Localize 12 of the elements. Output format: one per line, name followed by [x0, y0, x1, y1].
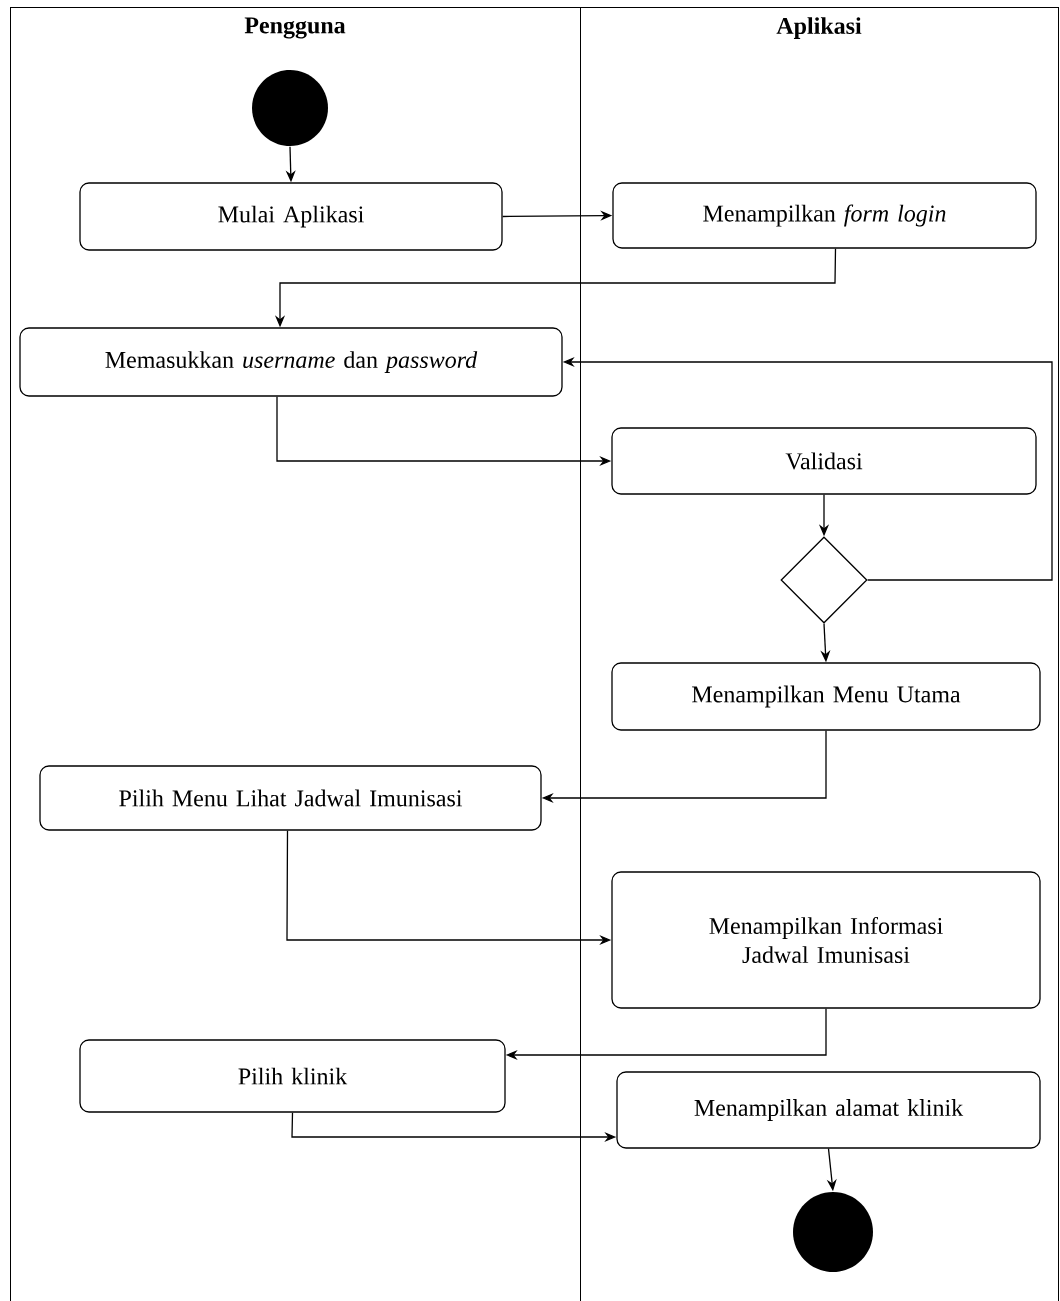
end-node	[793, 1192, 873, 1272]
action-box: Menampilkan Menu Utama	[611, 662, 1041, 731]
action-box: Validasi	[611, 427, 1037, 495]
action-box: Pilih klinik	[79, 1039, 506, 1113]
action-box: Menampilkan form login	[612, 182, 1037, 249]
action-box: Menampilkan alamat klinik	[616, 1071, 1041, 1149]
action-box: Menampilkan Informasi Jadwal Imunisasi	[611, 871, 1041, 1009]
action-box: Mulai Aplikasi	[79, 182, 503, 251]
decision-diamond	[780, 536, 868, 624]
start-node	[252, 70, 328, 146]
action-box: Memasukkan username dan password	[19, 327, 563, 397]
action-box: Pilih Menu Lihat Jadwal Imunisasi	[39, 765, 542, 831]
